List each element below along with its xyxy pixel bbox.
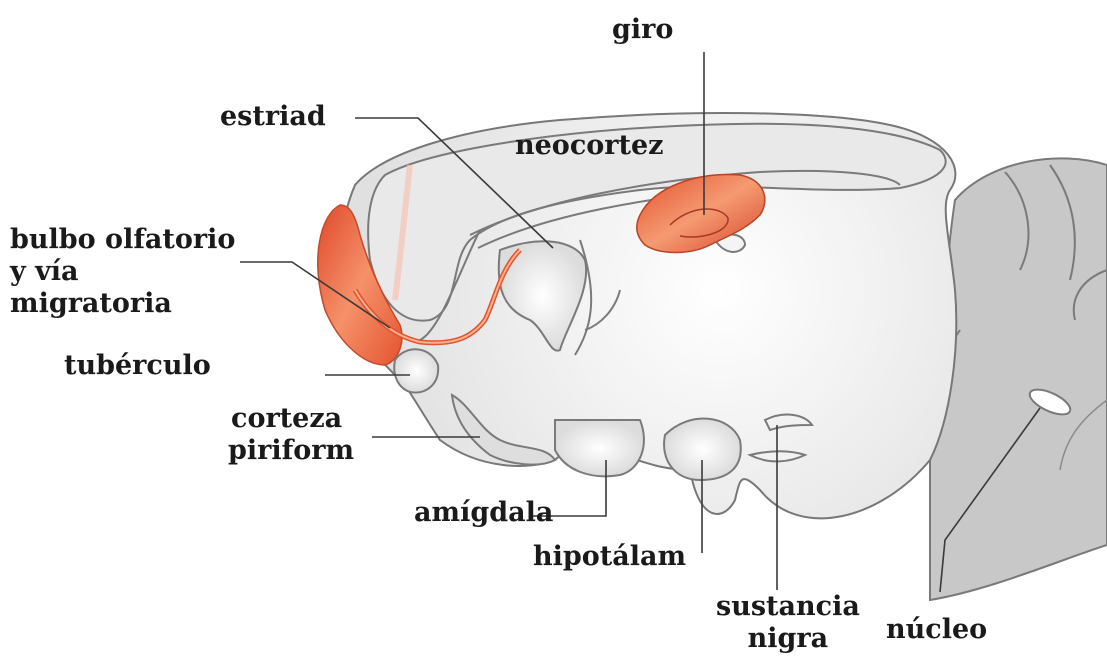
label-sustancia-nigra: sustancia nigra — [716, 591, 860, 655]
label-giro: giro — [612, 14, 673, 46]
label-bulbo-line1: bulbo olfatorio — [10, 224, 235, 256]
label-corteza-line2: piriform — [228, 435, 354, 467]
label-sustancia-line2: nigra — [716, 623, 860, 655]
label-bulbo-line2: y vía — [10, 256, 235, 288]
label-hipotalam: hipotálam — [533, 541, 686, 573]
label-sustancia-line1: sustancia — [716, 591, 860, 623]
label-corteza-piriform: corteza piriform — [228, 403, 354, 467]
label-bulbo-olfatorio: bulbo olfatorio y vía migratoria — [10, 224, 235, 320]
label-corteza-line1: corteza — [228, 403, 354, 435]
label-nucleo: núcleo — [886, 614, 987, 646]
label-amigdala: amígdala — [414, 497, 553, 529]
label-estriad: estriad — [220, 101, 326, 133]
label-tuberculo: tubérculo — [64, 350, 211, 382]
label-bulbo-line3: migratoria — [10, 288, 235, 320]
olfactory-tubercle — [394, 349, 438, 392]
label-neocortez: neocortez — [515, 130, 663, 162]
